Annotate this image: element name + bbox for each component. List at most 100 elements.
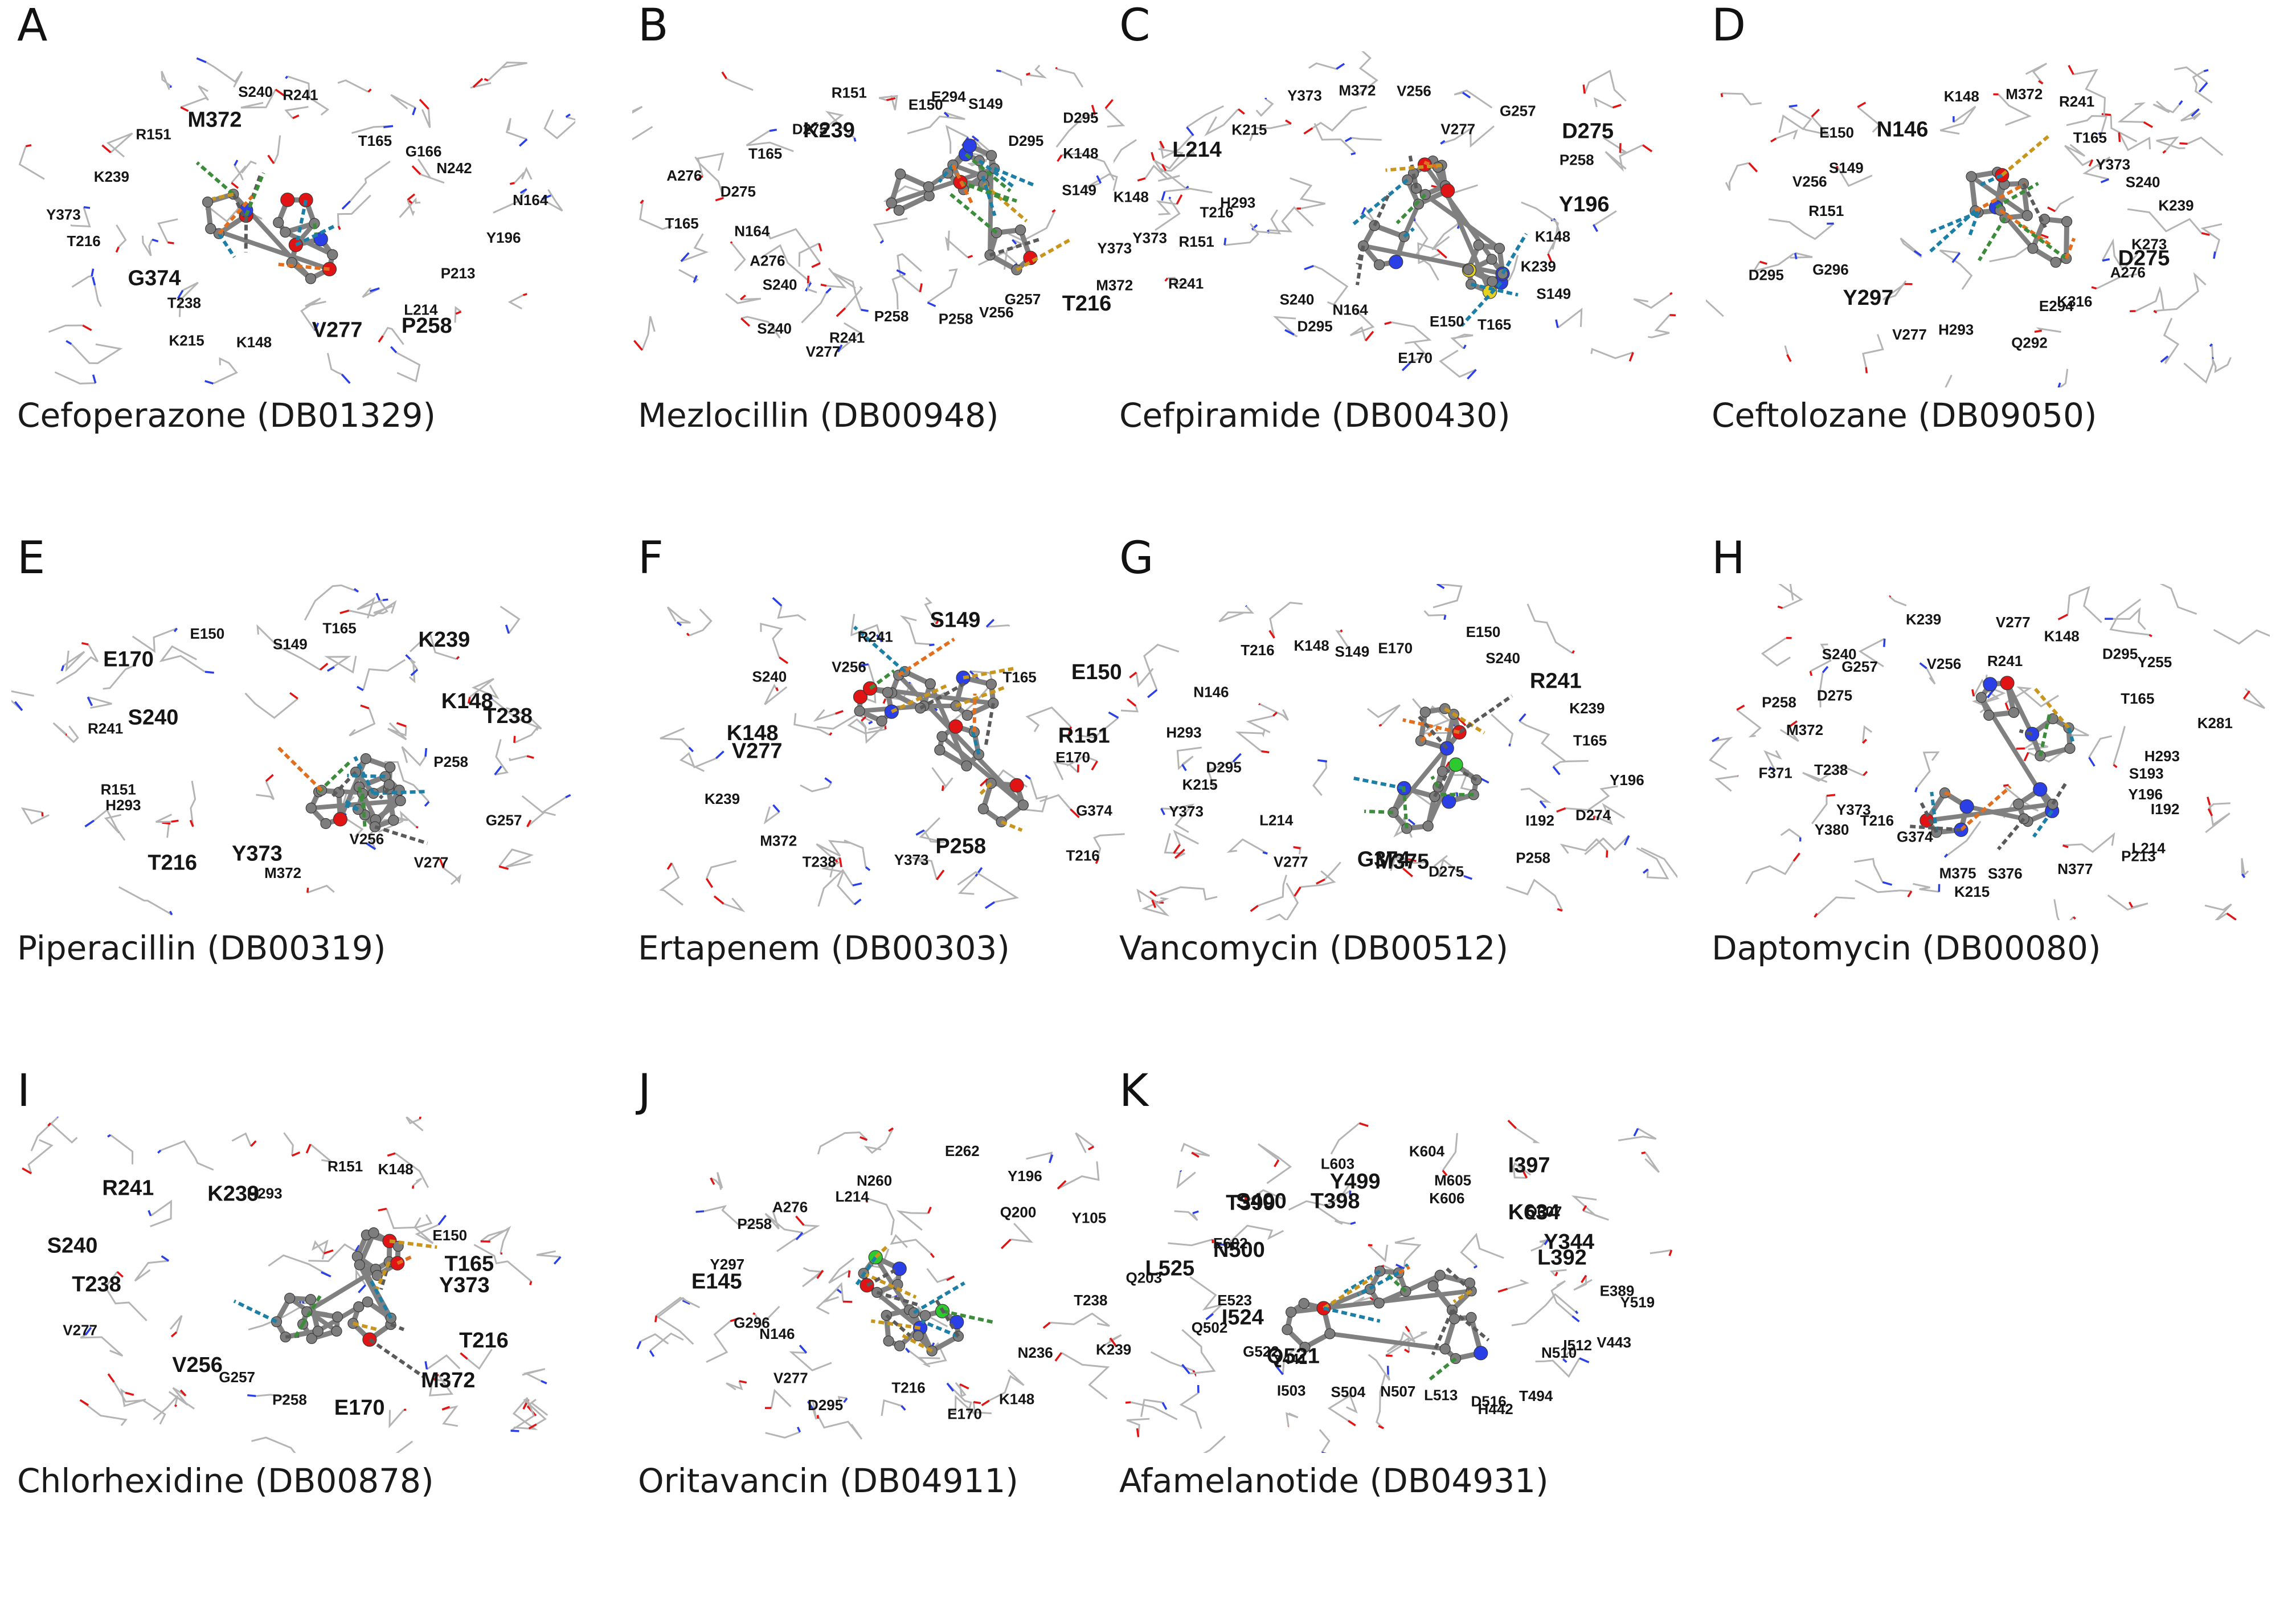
heteroatom-tip bbox=[879, 239, 884, 244]
heteroatom-tip bbox=[2207, 808, 2213, 816]
residue-stick bbox=[493, 189, 527, 214]
residue-stick bbox=[1725, 162, 1749, 191]
residue-label: T399 bbox=[1226, 1191, 1275, 1215]
interaction-dash bbox=[1979, 173, 2003, 186]
ligand-atom bbox=[1983, 677, 1998, 692]
interaction-dash bbox=[1444, 707, 1485, 734]
interaction-diagram: Y373Y373M372T216G257V256P258P258R241V277… bbox=[632, 64, 1189, 360]
residue-stick bbox=[649, 1332, 684, 1351]
ligand-bond bbox=[208, 226, 332, 272]
heteroatom-tip bbox=[174, 1404, 178, 1407]
heteroatom-tip bbox=[875, 634, 883, 643]
residue-stick bbox=[2082, 156, 2111, 180]
residue-stick bbox=[801, 292, 827, 324]
residue-stick bbox=[162, 821, 170, 838]
residue-label: T165 bbox=[1573, 732, 1607, 749]
residue-stick bbox=[866, 1197, 895, 1236]
residue-label: L513 bbox=[1424, 1387, 1458, 1404]
residue-label: S149 bbox=[273, 636, 308, 653]
residue-stick bbox=[157, 218, 178, 243]
residue-stick bbox=[71, 275, 92, 288]
heteroatom-tip bbox=[1151, 152, 1155, 161]
interaction-dash bbox=[897, 638, 955, 677]
residue-label: K148 bbox=[727, 721, 779, 745]
heteroatom-tip bbox=[695, 175, 703, 181]
residue-stick bbox=[206, 61, 243, 88]
panel-letter: D bbox=[1712, 0, 1746, 51]
heteroatom-tip bbox=[407, 193, 416, 201]
interaction-dash bbox=[374, 825, 428, 845]
heteroatom-tip bbox=[505, 624, 510, 634]
residue-label: S240 bbox=[1280, 291, 1315, 308]
residue-label: L603 bbox=[1321, 1155, 1354, 1173]
residue-stick bbox=[1155, 198, 1181, 231]
residue-label: K273 bbox=[2131, 236, 2167, 253]
heteroatom-tip bbox=[1164, 277, 1169, 282]
heteroatom-tip bbox=[250, 1140, 257, 1147]
residue-stick bbox=[106, 132, 133, 158]
residue-stick bbox=[2192, 70, 2213, 104]
residue-label: N146 bbox=[1877, 118, 1929, 142]
ligand-atom bbox=[1434, 1269, 1446, 1281]
interaction-dash bbox=[938, 164, 955, 183]
residue-label: P258 bbox=[1516, 849, 1550, 866]
heteroatom-tip bbox=[498, 865, 509, 870]
residue-stick bbox=[765, 1431, 801, 1439]
heteroatom-tip bbox=[1907, 891, 1913, 898]
ligand-molecule bbox=[202, 189, 338, 284]
interaction-dash bbox=[233, 1299, 277, 1324]
interaction-dash bbox=[1395, 193, 1427, 224]
residue-stick bbox=[251, 1436, 296, 1453]
panel-caption: Piperacillin (DB00319) bbox=[17, 929, 386, 967]
residue-stick bbox=[1855, 879, 1912, 893]
residue-label: E170 bbox=[1055, 749, 1090, 766]
residue-stick bbox=[1998, 93, 2032, 126]
residue-stick bbox=[1288, 1190, 1351, 1211]
residue-label: F371 bbox=[1759, 765, 1792, 782]
interaction-dash bbox=[983, 183, 1028, 223]
residue-label: T165 bbox=[1478, 316, 1511, 333]
residue-stick bbox=[395, 1152, 429, 1189]
residue-label: R151 bbox=[832, 84, 867, 101]
ligand-atom bbox=[2033, 782, 2048, 797]
residue-stick bbox=[231, 160, 257, 183]
heteroatom-tip bbox=[84, 1326, 92, 1335]
heteroatom-tip bbox=[1822, 665, 1829, 673]
residue-stick bbox=[1136, 888, 1157, 903]
residue-stick bbox=[426, 1354, 461, 1370]
residue-stick bbox=[1218, 605, 1254, 623]
residue-stick bbox=[2003, 785, 2039, 819]
heteroatom-tip bbox=[2057, 614, 2068, 620]
residue-stick bbox=[160, 1140, 214, 1171]
heteroatom-tip bbox=[125, 1391, 134, 1396]
heteroatom-tip bbox=[721, 71, 727, 79]
heteroatom-tip bbox=[66, 340, 72, 345]
residue-stick bbox=[706, 860, 737, 879]
residue-label: K148 bbox=[999, 1391, 1034, 1408]
ligand-atom bbox=[886, 197, 897, 209]
residue-stick bbox=[2107, 895, 2148, 911]
residue-label: E523 bbox=[1217, 1292, 1252, 1309]
residue-stick bbox=[688, 608, 713, 636]
residue-stick bbox=[1265, 883, 1299, 920]
residue-stick bbox=[1050, 1312, 1110, 1327]
heteroatom-tip bbox=[369, 287, 380, 292]
heteroatom-tip bbox=[1303, 127, 1313, 135]
residue-stick bbox=[828, 1257, 855, 1284]
residue-label: S240 bbox=[47, 1234, 98, 1258]
heteroatom-tip bbox=[1304, 264, 1314, 271]
heteroatom-tip bbox=[640, 199, 644, 205]
residue-stick bbox=[387, 722, 407, 741]
panel-caption: Vancomycin (DB00512) bbox=[1119, 929, 1509, 967]
residue-stick bbox=[487, 62, 527, 81]
heteroatom-tip bbox=[636, 1341, 642, 1350]
residue-label: T216 bbox=[459, 1329, 509, 1353]
residue-stick bbox=[514, 725, 539, 744]
heteroatom-tip bbox=[455, 311, 462, 315]
residue-stick bbox=[2110, 115, 2138, 142]
residue-stick bbox=[234, 165, 244, 181]
residue-label: G374 bbox=[1897, 828, 1933, 846]
heteroatom-tip bbox=[553, 1256, 562, 1265]
interaction-dash bbox=[1402, 786, 1409, 829]
